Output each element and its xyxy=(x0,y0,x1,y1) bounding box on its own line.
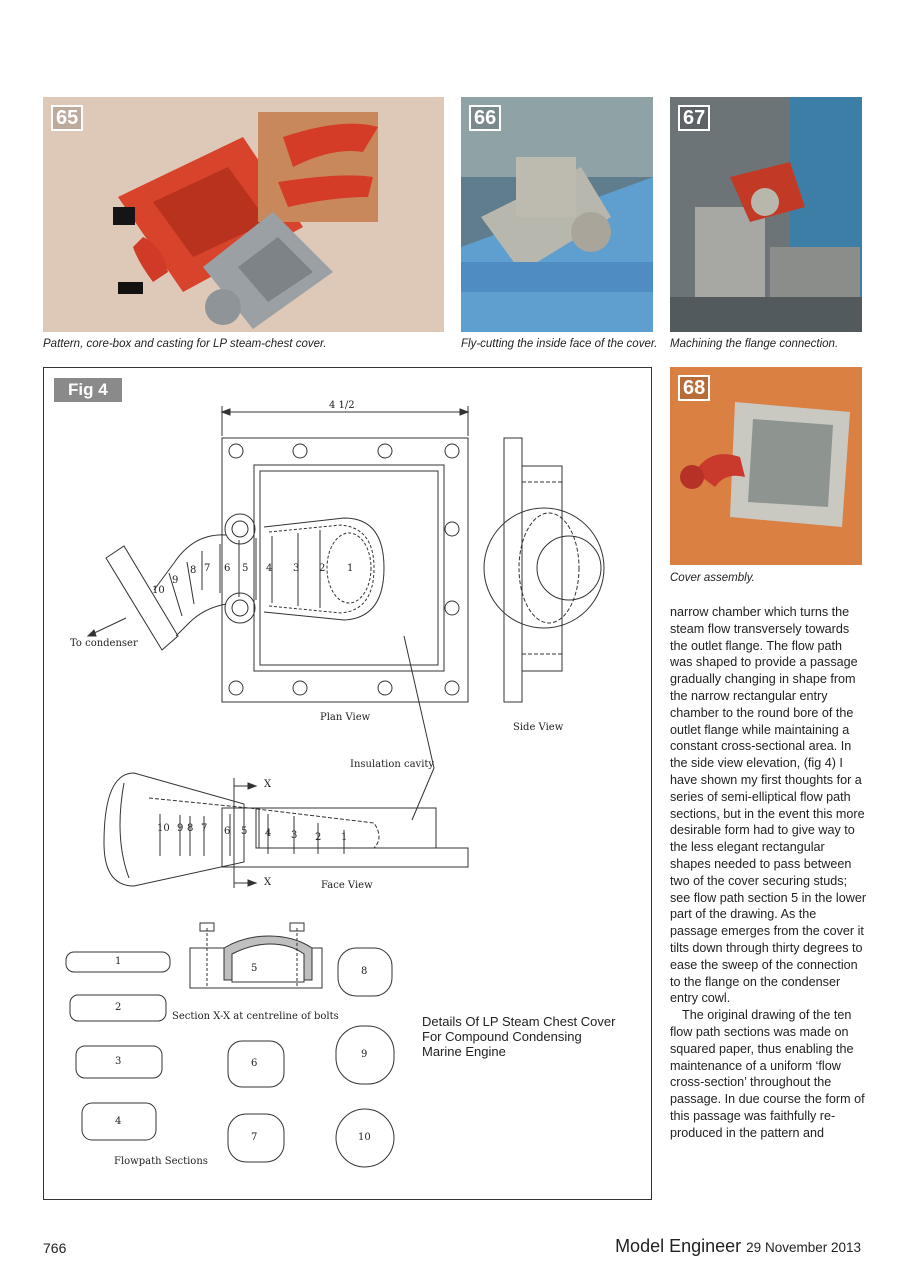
photo-67: 67 xyxy=(670,97,862,332)
photo-66-caption: Fly-cutting the inside face of the cover… xyxy=(461,338,658,350)
issue-date: 29 November 2013 xyxy=(746,1240,861,1255)
photo-68: 68 xyxy=(670,367,862,565)
paragraph-1: narrow chamber which turns the steam flo… xyxy=(670,605,867,1006)
face-number-4: 4 xyxy=(265,828,272,839)
section-label: Section X-X at centreline of bolts xyxy=(172,1011,339,1022)
photo-65-number: 65 xyxy=(51,105,84,131)
photo-65-image xyxy=(43,97,444,332)
photo-66-number: 66 xyxy=(469,105,502,131)
to-condenser-label: To condenser xyxy=(70,638,138,649)
plan-number-8: 8 xyxy=(190,565,197,576)
figure-drawing xyxy=(65,406,605,1168)
article-text: narrow chamber which turns the steam flo… xyxy=(670,604,866,1142)
figure-title-line-2: For Compound Condensing xyxy=(422,1029,582,1044)
plan-number-3: 3 xyxy=(293,563,300,574)
flow-section-8: 8 xyxy=(361,966,368,977)
photo-68-caption: Cover assembly. xyxy=(670,572,755,584)
magazine-name: Model Engineer xyxy=(615,1236,742,1256)
flow-section-3: 3 xyxy=(115,1056,122,1067)
flow-section-7: 7 xyxy=(251,1132,258,1143)
face-number-1: 1 xyxy=(341,832,348,843)
face-number-9: 9 xyxy=(177,823,184,834)
plan-number-6: 6 xyxy=(224,563,231,574)
figure-4: Fig 4 xyxy=(43,367,652,1200)
flow-section-6: 6 xyxy=(251,1058,258,1069)
face-number-10: 10 xyxy=(157,823,170,834)
face-number-8: 8 xyxy=(187,823,194,834)
photo-67-image xyxy=(670,97,862,332)
photo-67-number: 67 xyxy=(678,105,711,131)
photo-67-caption: Machining the flange connection. xyxy=(670,338,839,350)
face-number-7: 7 xyxy=(201,823,208,834)
photo-65: 65 xyxy=(43,97,444,332)
flow-section-10: 10 xyxy=(358,1132,371,1143)
plan-number-5: 5 xyxy=(242,563,249,574)
plan-number-7: 7 xyxy=(204,563,211,574)
face-number-3: 3 xyxy=(291,830,298,841)
face-number-2: 2 xyxy=(315,832,322,843)
side-view-label: Side View xyxy=(513,722,564,733)
figure-title-line-1: Details Of LP Steam Chest Cover xyxy=(422,1014,616,1029)
photo-68-number: 68 xyxy=(678,375,711,401)
section-x-top: X xyxy=(264,779,272,790)
flow-section-2: 2 xyxy=(115,1002,122,1013)
photo-66-image xyxy=(461,97,653,332)
plan-view-label: Plan View xyxy=(320,712,371,723)
plan-number-4: 4 xyxy=(266,563,273,574)
flowpath-label: Flowpath Sections xyxy=(114,1156,208,1167)
plan-number-1: 1 xyxy=(347,563,354,574)
face-number-5: 5 xyxy=(241,826,248,837)
plan-number-10: 10 xyxy=(152,585,165,596)
face-view-label: Face View xyxy=(321,880,373,891)
paragraph-2: The original drawing of the ten flow pat… xyxy=(670,1008,865,1140)
page-number: 766 xyxy=(43,1240,67,1256)
flow-section-4: 4 xyxy=(115,1116,122,1127)
plan-number-2: 2 xyxy=(319,563,326,574)
magazine-footer: Model Engineer 29 November 2013 xyxy=(615,1236,861,1257)
flow-section-5: 5 xyxy=(251,963,258,974)
photo-66: 66 xyxy=(461,97,653,332)
figure-title-line-3: Marine Engine xyxy=(422,1044,506,1059)
insulation-cavity-label: Insulation cavity xyxy=(350,759,435,770)
dimension-label: 4 1/2 xyxy=(329,400,355,411)
plan-number-9: 9 xyxy=(172,575,179,586)
figure-tag: Fig 4 xyxy=(54,378,122,402)
flow-section-1: 1 xyxy=(115,956,122,967)
face-number-6: 6 xyxy=(224,826,231,837)
section-x-bottom: X xyxy=(264,877,272,888)
flow-section-9: 9 xyxy=(361,1049,368,1060)
photo-65-caption: Pattern, core-box and casting for LP ste… xyxy=(43,338,327,350)
